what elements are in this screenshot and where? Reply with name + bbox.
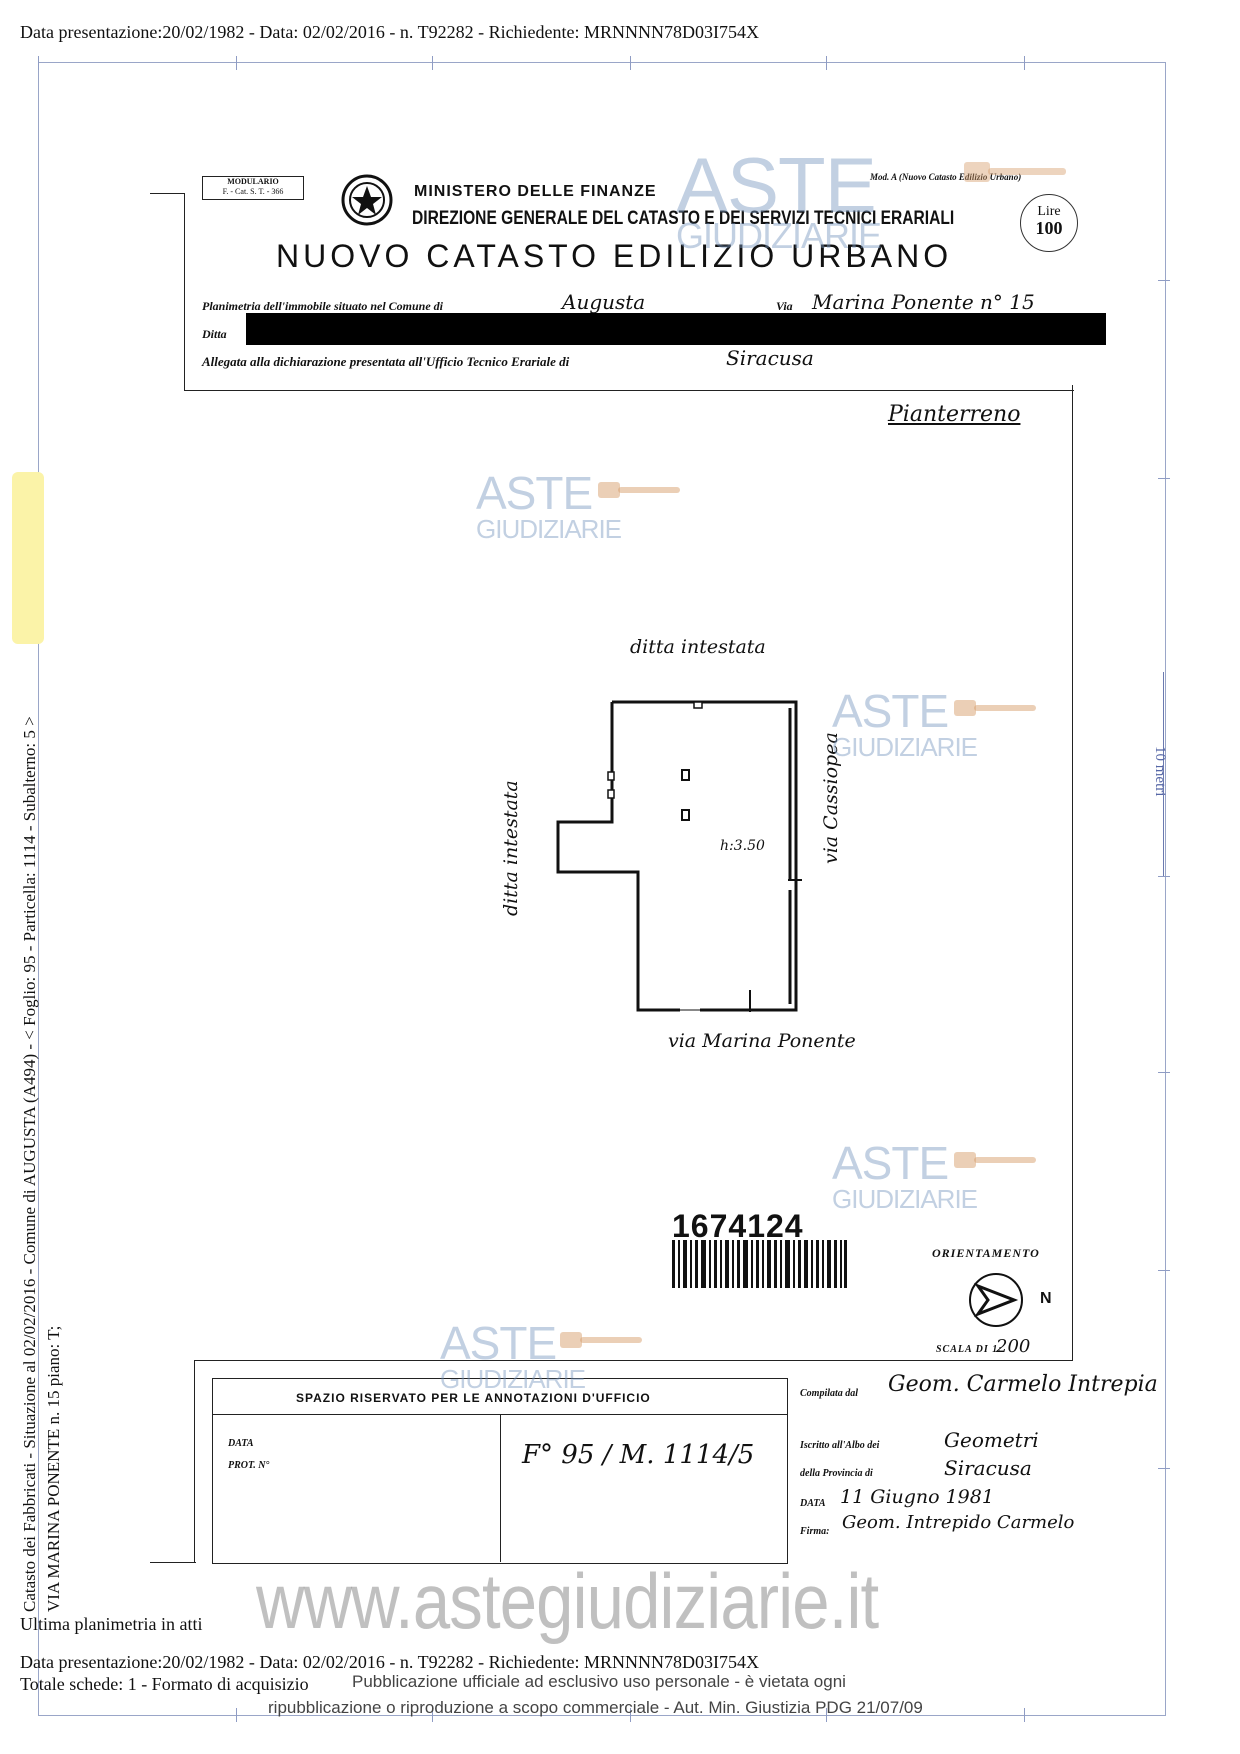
notice-line1: Pubblicazione ufficiale ad esclusivo uso… (352, 1672, 846, 1691)
scale-label: SCALA DI 1: (936, 1344, 1003, 1355)
gavel-icon (964, 162, 1066, 182)
scale-value: 200 (996, 1336, 1031, 1357)
gavel-icon (598, 482, 680, 498)
price-stamp: Lire 100 (1020, 194, 1078, 252)
via-value: Marina Ponente n° 15 (812, 290, 1035, 314)
office-box-title: SPAZIO RISERVATO PER LE ANNOTAZIONI D'UF… (296, 1391, 651, 1405)
watermark-word2: GIUDIZIARIE (676, 215, 882, 256)
planimetria-label: Planimetria dell'immobile situato nel Co… (202, 299, 444, 313)
price-label: Lire (1037, 204, 1061, 219)
watermark-top: ASTE GIUDIZIARIE (676, 141, 882, 256)
iscritto-label: Iscritto all'Albo dei (800, 1440, 880, 1451)
footer-line1: Data presentazione:20/02/1982 - Data: 02… (20, 1652, 760, 1672)
office-box (212, 1378, 788, 1564)
watermark-2: ASTE GIUDIZIARIE (832, 685, 978, 762)
ceiling-height: h:3.50 (720, 838, 765, 854)
header-line: Data presentazione:20/02/1982 - Data: 02… (20, 22, 760, 42)
gavel-icon (560, 1332, 642, 1348)
firma-label: Firma: (800, 1526, 830, 1537)
provincia-label: della Provincia di (800, 1468, 873, 1479)
firma-value: Geom. Intrepido Carmelo (842, 1512, 1075, 1533)
modulario-label: MODULARIO (227, 177, 279, 186)
south-street-label: via Marina Ponente (668, 1030, 856, 1052)
footer-line2: Totale schede: 1 - Formato di acquisizio (20, 1674, 309, 1694)
provincia-value: Siracusa (944, 1456, 1032, 1480)
emblem-icon (341, 174, 393, 226)
watermark-word2: GIUDIZIARIE (832, 1184, 978, 1214)
watermark-word1: ASTE (676, 141, 877, 229)
modulario-code: F. - Cat. S. T. - 366 (222, 187, 284, 196)
notice-line2: ripubblicazione o riproduzione a scopo c… (268, 1698, 923, 1717)
albo-value: Geometri (944, 1428, 1039, 1452)
orientation-label: ORIENTAMENTO (932, 1246, 1040, 1260)
modulario-box: MODULARIO F. - Cat. S. T. - 366 (202, 176, 304, 200)
compass-icon (969, 1273, 1023, 1327)
office-data-label: DATA (228, 1438, 254, 1449)
watermark-word1: ASTE (440, 1317, 557, 1369)
north-neighbor-label: ditta intestata (630, 636, 766, 658)
gavel-icon (954, 1152, 1036, 1168)
barcode-number: 1674124 (672, 1208, 804, 1244)
date-value: 11 Giugno 1981 (840, 1486, 994, 1508)
mod-note: Mod. A (Nuovo Catasto Edilizio Urbano) (870, 172, 1022, 182)
watermark-3: ASTE GIUDIZIARIE (832, 1137, 978, 1214)
ditta-label: Ditta (202, 327, 227, 341)
watermark-word1: ASTE (832, 1137, 949, 1189)
watermark-word1: ASTE (832, 685, 949, 737)
via-label: Via (776, 299, 793, 313)
watermark-1: ASTE GIUDIZIARIE (476, 467, 622, 544)
watermark-4: ASTE GIUDIZIARIE (440, 1317, 586, 1394)
gavel-icon (954, 700, 1036, 716)
barcode-icon (672, 1240, 847, 1288)
direction-label: DIREZIONE GENERALE DEL CATASTO E DEI SER… (412, 208, 955, 229)
site-watermark: www.astegiudiziarie.it (256, 1557, 879, 1645)
watermark-word2: GIUDIZIARIE (440, 1364, 586, 1394)
watermark-word2: GIUDIZIARIE (832, 732, 978, 762)
compilatore-value: Geom. Carmelo Intrepia (888, 1372, 1158, 1397)
watermark-word1: ASTE (476, 467, 593, 519)
ufficio-value: Siracusa (726, 346, 814, 370)
watermark-word2: GIUDIZIARIE (476, 514, 622, 544)
north-letter: N (1040, 1290, 1052, 1307)
scale-bar (1163, 672, 1164, 876)
scale-text: 10 metri (1152, 746, 1168, 797)
last-plan-label: Ultima planimetria in atti (20, 1614, 203, 1634)
form-title: NUOVO CATASTO EDILIZIO URBANO (276, 238, 953, 274)
vertical-cadastre-line: Catasto dei Fabbricati - Situazione al 0… (20, 716, 39, 1612)
west-neighbor-label: ditta intestata (500, 780, 522, 916)
comune-value: Augusta (562, 290, 646, 314)
allegata-label: Allegata alla dichiarazione presentata a… (202, 354, 570, 369)
vertical-address-line: VIA MARINA PONENTE n. 15 piano: T; (44, 1325, 63, 1612)
date-label: DATA (800, 1498, 826, 1509)
price-value: 100 (1035, 218, 1063, 238)
page-frame (38, 62, 1166, 1716)
compilata-label: Compilata dal (800, 1388, 859, 1399)
office-annotation: F° 95 / M. 1114/5 (522, 1440, 755, 1470)
highlight-mark (12, 472, 44, 644)
ministry-label: MINISTERO DELLE FINANZE (414, 183, 657, 200)
floor-plan-drawing (556, 700, 802, 1012)
office-prot-label: PROT. N° (228, 1460, 270, 1471)
redaction-bar (246, 313, 1106, 345)
floor-label: Pianterreno (888, 402, 1021, 427)
